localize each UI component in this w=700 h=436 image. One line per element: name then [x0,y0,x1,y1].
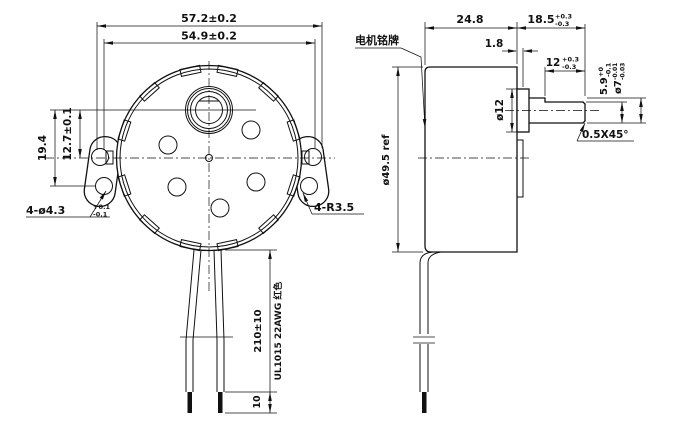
dim-shaft-diameter: ø7 [613,80,624,94]
side-view [413,66,600,413]
wire-strip-length: 10 [252,395,263,409]
ear-slot [301,150,310,165]
center-mark [205,154,213,162]
rim-tab [258,214,279,235]
rim-tab [286,174,301,197]
rim-tab [117,119,132,142]
wire-dimensions: 210±10 UL1015 22AWG 红色 10 [225,249,284,414]
dim-plate-thickness: 1.8 [485,38,504,50]
side-dimensions: 24.8 18.5 +0.3 -0.3 1.8 12 +0.3 -0.3 [355,13,646,253]
lead-wires [180,249,233,413]
dim-shaft-offset: 12.7±0.1 [62,107,74,160]
nameplate-callout: 电机铭牌 [355,33,427,129]
shaft-diameter-dim: ø7 -0.01 -0.03 [587,63,646,124]
rim-tab [179,64,202,77]
front-view [45,61,335,413]
flat-length-tol-plus: +0.3 [562,56,579,64]
mounting-hole [300,177,318,195]
side-lead-wire [413,251,442,413]
shaft-extension-tol-minus: -0.3 [555,20,569,28]
rim-tab [286,119,301,142]
front-dimensions: 57.2±0.2 54.9±0.2 19.4 12.7±0.1 4-ø4.3 +… [26,12,364,414]
rivet-hole [246,172,266,192]
boss-diameter-dim: ø12 [494,88,519,133]
dim-flat-height: 5.9 [599,77,610,95]
dim-body-diameter: ø49.5 ref [381,134,392,186]
mount-holes-label: 4-ø4.3 [26,204,65,217]
output-shaft [528,97,586,124]
wire-stripped-tip [187,392,192,413]
dim-inner-width: 54.9±0.2 [181,30,237,43]
rim-tab [216,239,239,252]
chamfer-label: 0.5X45° [582,129,629,141]
rim-tab [216,64,239,77]
rivet-holes [158,120,266,218]
nameplate-label: 电机铭牌 [355,33,399,47]
wire-stripped-tip [218,392,223,413]
mounting-hole [304,148,322,166]
shaft-dia-tol-minus: -0.03 [620,63,627,80]
ear-radius-label: 4-R3.5 [314,201,354,214]
wire-right-edge [220,249,225,392]
rivet-hole [241,120,261,140]
front-centerlines [45,61,335,293]
dim-boss-diameter: ø12 [494,99,506,121]
dim-overall-width: 57.2±0.2 [181,12,237,25]
mounting-holes [91,148,322,195]
chamfer-callout: 0.5X45° [576,122,634,142]
side-centerlines [418,110,600,159]
mounting-hole [91,148,109,166]
plate-thickness-dim: 1.8 [485,38,538,87]
wire-spec: UL1015 22AWG 红色 [272,282,284,381]
dim-hole-row-span: 19.4 [37,135,49,161]
wire-stripped-tip [422,392,427,413]
flat-height-dim: 5.9 +0 -0.1 [586,62,627,123]
rivet-hole [167,177,187,197]
wire-length: 210±10 [253,309,264,352]
wire-right-edge [213,249,218,392]
rivet-hole [158,135,178,155]
mount-holes-tol-minus: -0.1 [93,211,108,219]
rim-tab [117,174,132,197]
rim-tab [139,81,160,102]
ear-slot [105,150,114,165]
rim-tab [258,81,279,102]
dim-shaft-extension: 18.5 [527,13,554,26]
dim-body-length: 24.8 [456,13,483,26]
wire-left-edge [185,249,195,392]
flat-height-tol-plus: +0 [597,67,605,77]
mount-holes-tol-plus: +0.1 [93,203,110,211]
flat-length-dim: 12 +0.3 -0.3 [544,56,585,96]
cover-plate-edge [516,139,524,198]
rim-tab [139,214,160,235]
body-diameter-dim: ø49.5 ref [381,66,423,253]
dim-flat-length: 12 [546,57,561,69]
wire-left-edge [192,249,202,392]
rivet-hole [210,198,230,218]
mount-holes-callout: 4-ø4.3 +0.1 -0.1 [26,190,110,219]
motor-body-side [424,66,518,253]
ear-radius-callout: 4-R3.5 [302,192,364,215]
rim-tabs [117,64,301,252]
shaft-extension-tol-plus: +0.3 [555,13,572,21]
flat-length-tol-minus: -0.3 [562,63,576,71]
rim-tab [179,239,202,252]
flat-height-tol-minus: -0.1 [605,62,613,77]
shaft-dia-tol-plus: -0.01 [612,63,619,80]
